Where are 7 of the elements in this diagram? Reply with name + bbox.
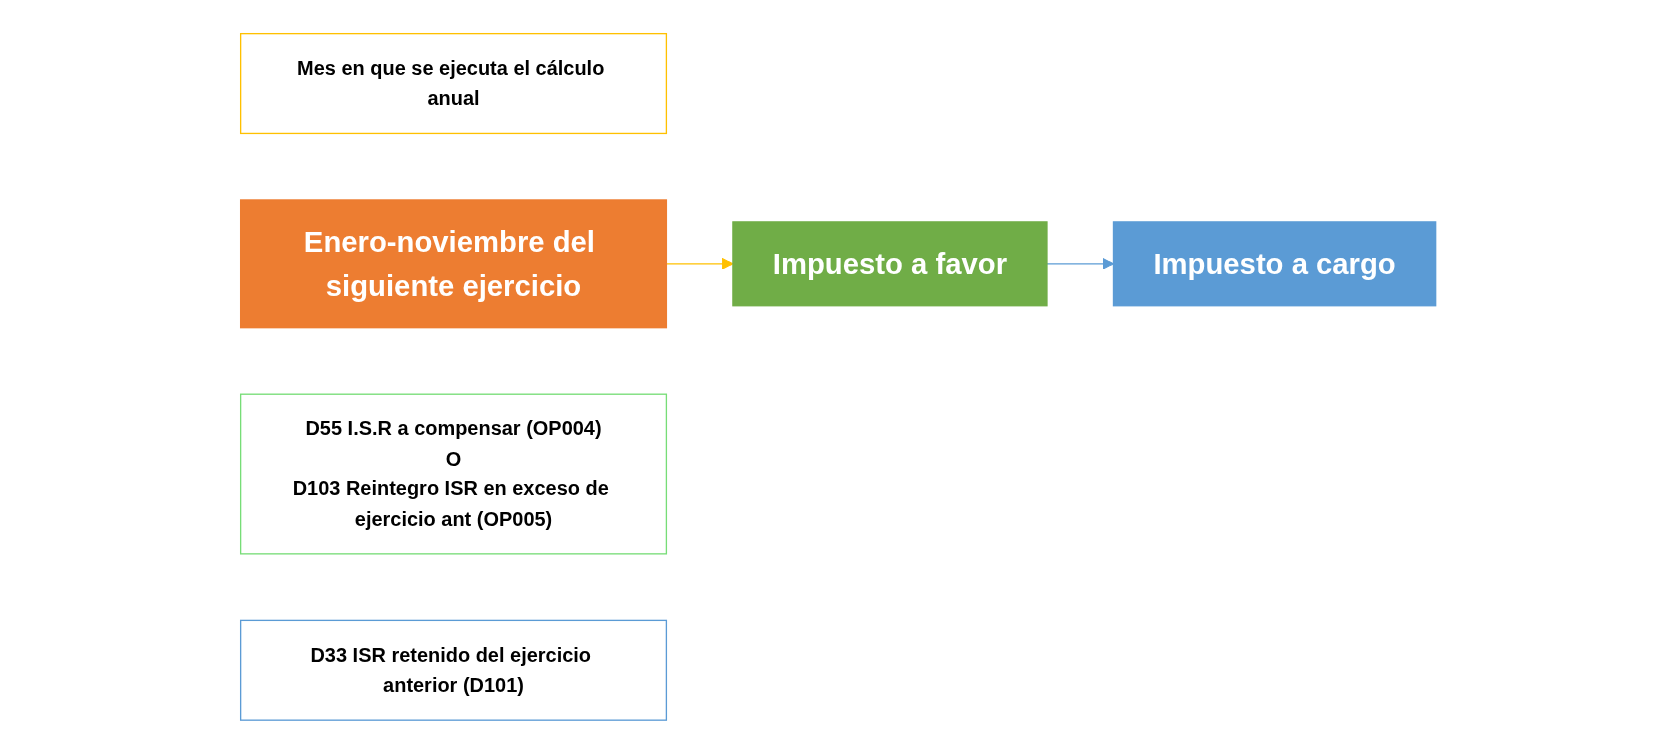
node-box: Mes en que se ejecuta el cálculo anual (240, 32, 668, 134)
node-box: D33 ISR retenido del ejercicio anterior (D101) (240, 619, 668, 721)
node-box: Impuesto a favor (732, 220, 1048, 306)
node-box: D55 I.S.R a compensar (OP004) O D103 Reintegro ISR en exceso de ejercicio ant (OP005) (240, 393, 668, 555)
node-box: Impuesto a cargo (1113, 220, 1437, 306)
arrow (666, 257, 734, 270)
node-box: Enero-noviembre del siguiente ejercicio (240, 198, 668, 328)
